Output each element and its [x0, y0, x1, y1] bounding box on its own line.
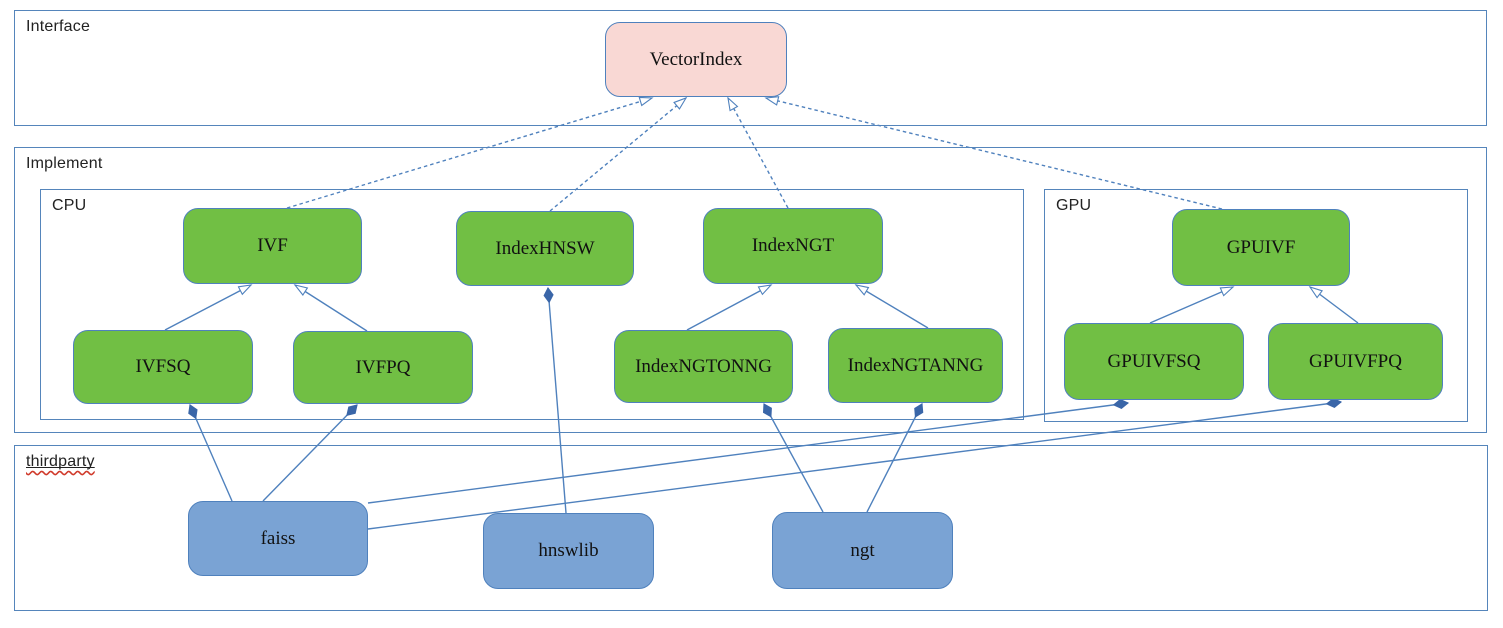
node-gpuivf[interactable]: GPUIVF — [1172, 209, 1350, 286]
edge-gpuivf-vectorindex-realization[interactable] — [764, 96, 1223, 210]
node-ngt-label: ngt — [850, 539, 875, 561]
edge-ngt-indexngtanng-composition[interactable] — [866, 403, 924, 513]
edge-indexngtanng-indexngt-inheritance[interactable] — [854, 284, 929, 329]
edge-ngt-indexngtonng-composition[interactable] — [762, 403, 824, 513]
container-interface-label: Interface — [26, 18, 91, 35]
edge-faiss-ivfsq-composition[interactable] — [188, 404, 233, 502]
edge-gpuivfsq-gpuivf-inheritance[interactable] — [1149, 286, 1235, 324]
node-gpuivfpq-label: GPUIVFPQ — [1309, 350, 1402, 372]
node-ivfsq[interactable]: IVFSQ — [73, 330, 253, 404]
edge-indexhnsw-vectorindex-realization[interactable] — [549, 96, 688, 212]
node-faiss-label: faiss — [260, 527, 296, 549]
edge-ivf-vectorindex-realization[interactable] — [286, 96, 654, 209]
node-ngt[interactable]: ngt — [772, 512, 953, 589]
edge-faiss-ivfpq-composition[interactable] — [262, 404, 358, 502]
container-interface[interactable]: Interface — [14, 10, 1487, 126]
container-implement-label: Implement — [26, 155, 103, 172]
container-gpu-label: GPU — [1056, 197, 1092, 214]
node-indexhnsw[interactable]: IndexHNSW — [456, 211, 634, 286]
node-indexngtonng[interactable]: IndexNGTONNG — [614, 330, 793, 403]
container-thirdparty-label: thirdparty — [26, 453, 95, 471]
node-vectorindex[interactable]: VectorIndex — [605, 22, 787, 97]
node-ivfsq-label: IVFSQ — [135, 356, 191, 377]
edge-ivfpq-ivf-inheritance[interactable] — [293, 284, 368, 332]
edge-hnswlib-indexhnsw-composition[interactable] — [543, 286, 567, 514]
node-gpuivfpq[interactable]: GPUIVFPQ — [1268, 323, 1443, 400]
node-gpuivfsq-label: GPUIVFSQ — [1107, 350, 1201, 372]
node-indexngtanng[interactable]: IndexNGTANNG — [828, 328, 1003, 403]
node-gpuivf-label: GPUIVF — [1226, 236, 1296, 258]
node-indexhnsw-label: IndexHNSW — [495, 237, 595, 259]
edge-indexngtonng-indexngt-inheritance[interactable] — [686, 284, 773, 331]
node-indexngt-label: IndexNGT — [751, 235, 835, 256]
node-indexngtanng-label: IndexNGTANNG — [847, 354, 984, 376]
container-gpu[interactable]: GPU — [1044, 189, 1468, 422]
edge-ivfsq-ivf-inheritance[interactable] — [164, 284, 253, 331]
edge-indexngt-vectorindex-realization[interactable] — [727, 96, 789, 209]
node-hnswlib-label: hnswlib — [538, 540, 599, 561]
edge-faiss-gpuivfsq-composition[interactable] — [367, 398, 1130, 504]
container-cpu-label: CPU — [52, 197, 87, 214]
edge-gpuivfpq-gpuivf-inheritance[interactable] — [1308, 286, 1359, 324]
node-ivfpq-label: IVFPQ — [355, 356, 411, 378]
node-indexngtonng-label: IndexNGTONNG — [635, 355, 772, 377]
edge-faiss-gpuivfpq-composition[interactable] — [367, 397, 1343, 530]
node-hnswlib[interactable]: hnswlib — [483, 513, 654, 589]
node-faiss[interactable]: faiss — [188, 501, 368, 576]
container-thirdparty-label-text: thirdparty — [26, 453, 95, 470]
node-ivfpq[interactable]: IVFPQ — [293, 331, 473, 404]
node-gpuivfsq[interactable]: GPUIVFSQ — [1064, 323, 1244, 400]
container-cpu[interactable]: CPU — [40, 189, 1024, 420]
node-vectorindex-label: VectorIndex — [649, 48, 743, 70]
container-implement[interactable]: Implement — [14, 147, 1487, 433]
container-thirdparty[interactable]: thirdparty — [14, 445, 1488, 611]
node-ivf-label: IVF — [257, 235, 288, 256]
node-indexngt[interactable]: IndexNGT — [703, 208, 883, 284]
node-ivf[interactable]: IVF — [183, 208, 362, 284]
